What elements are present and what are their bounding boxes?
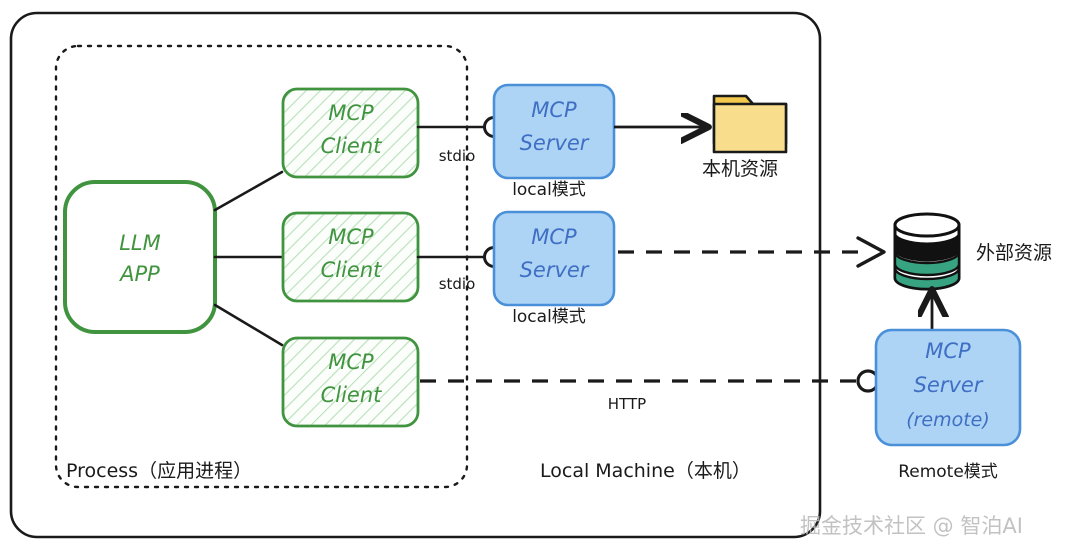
edge-server2-external-resource-arrowhead [856, 236, 886, 268]
mcp-server-2-box [492, 210, 616, 307]
mcp-client-3-label-line1: MCP [328, 350, 374, 374]
process-boundary [54, 44, 469, 489]
edge-label-http: HTTP [608, 395, 646, 413]
mcp-server-remote-label-line2: Server [914, 373, 984, 397]
mcp-server-2-label-line2: Server [520, 258, 590, 282]
mcp-client-2-label-line2: Client [321, 258, 383, 282]
node-mcp-client-2[interactable]: MCP Client [281, 211, 420, 303]
external-resource-label: 外部资源 [976, 242, 1052, 264]
llm-app-box [63, 180, 217, 334]
mcp-server-2-caption: local模式 [512, 307, 586, 327]
zone-label-local-machine: Local Machine（本机） [540, 460, 751, 482]
local-resource-label: 本机资源 [702, 158, 778, 180]
node-mcp-server-2[interactable]: MCP Server [492, 210, 616, 307]
edge-llm-to-client-3 [213, 303, 284, 347]
mcp-server-remote-box [874, 328, 1022, 447]
mcp-client-3-label-line2: Client [321, 383, 383, 407]
mcp-client-1-label-line1: MCP [328, 101, 374, 125]
folder-icon [712, 94, 788, 154]
mcp-server-remote-label-line1: MCP [925, 339, 971, 363]
mcp-server-1-label-line2: Server [520, 131, 590, 155]
node-mcp-server-remote[interactable]: MCP Server (remote) [874, 328, 1022, 447]
mcp-server-2-label-line1: MCP [531, 225, 577, 249]
node-llm-app[interactable]: LLM APP [63, 180, 217, 334]
mcp-client-1-box [281, 87, 420, 179]
edge-label-stdio-1: stdio [439, 147, 476, 165]
mcp-server-1-caption: local模式 [512, 180, 586, 200]
llm-app-label-line2: APP [118, 262, 160, 286]
watermark: 掘金技术社区 @ 智泊AI [800, 514, 1023, 538]
zone-label-process: Process（应用进程） [66, 460, 252, 482]
node-mcp-client-3[interactable]: MCP Client [281, 336, 420, 428]
mcp-server-1-box [492, 83, 616, 180]
mcp-client-3-box [281, 336, 420, 428]
local-machine-boundary [9, 11, 822, 539]
mcp-server-1-label-line1: MCP [531, 98, 577, 122]
mcp-server-remote-label-line3: (remote) [906, 409, 990, 431]
mcp-server-remote-caption: Remote模式 [898, 462, 998, 482]
edge-llm-to-client-1 [213, 170, 284, 212]
mcp-client-2-label-line1: MCP [328, 225, 374, 249]
database-cylinder-icon [893, 212, 961, 291]
mcp-client-1-label-line2: Client [321, 134, 383, 158]
llm-app-label-line1: LLM [119, 231, 161, 255]
edge-label-stdio-2: stdio [439, 275, 476, 293]
node-mcp-client-1[interactable]: MCP Client [281, 87, 420, 179]
node-mcp-server-1[interactable]: MCP Server [492, 83, 616, 180]
